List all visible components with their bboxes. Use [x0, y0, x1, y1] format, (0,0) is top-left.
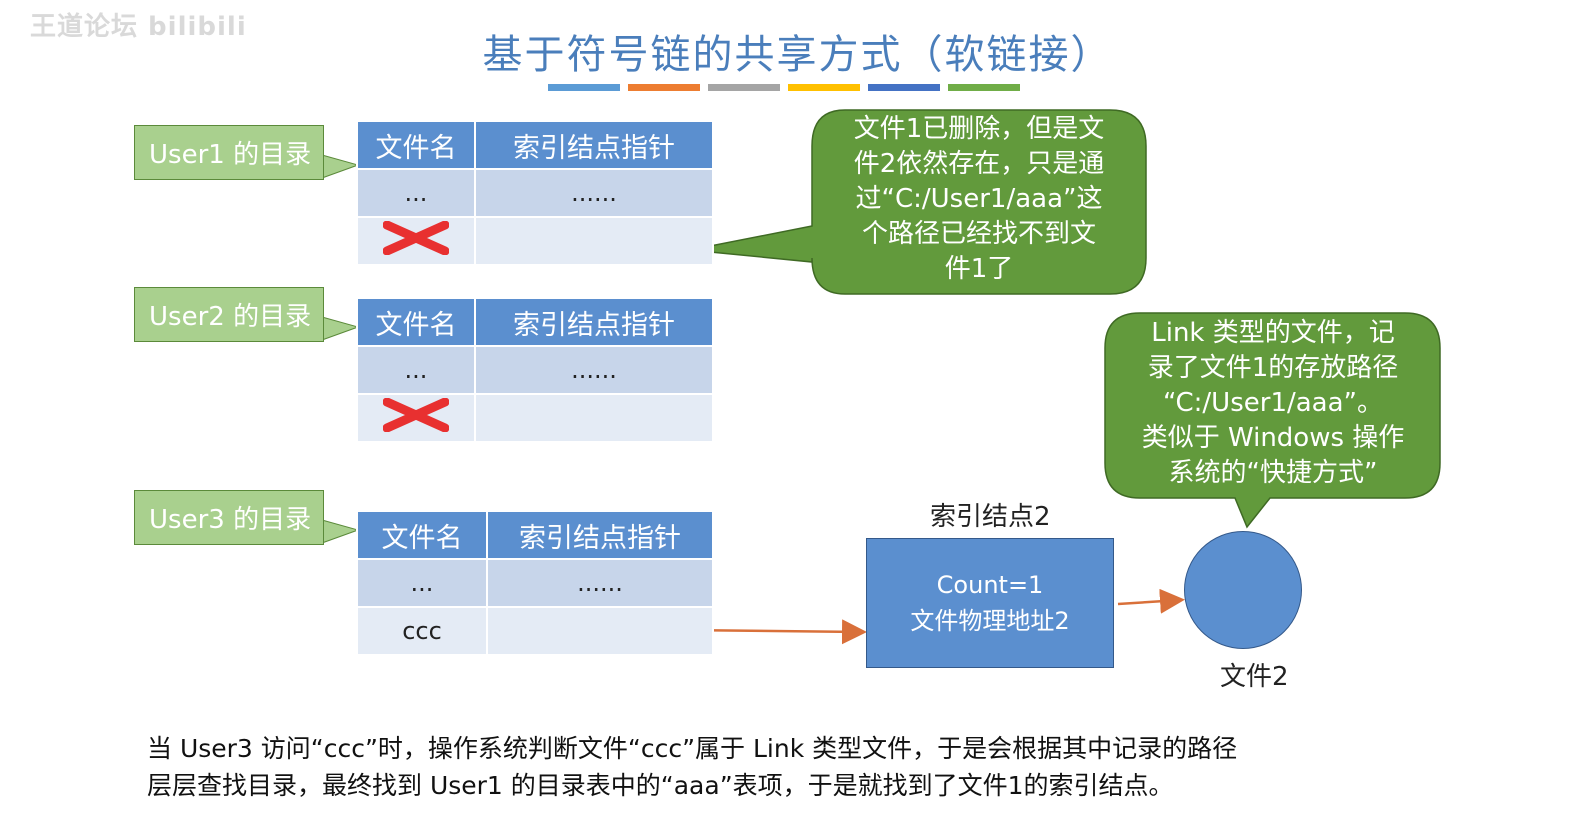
explanation-line-2: 层层查找目录，最终找到 User1 的目录表中的“aaa”表项，于是就找到了文件… — [147, 771, 1174, 800]
title-color-bars — [548, 84, 1020, 91]
callout-deleted-line: 文件1已删除，但是文 — [853, 114, 1105, 144]
user2-label-pointer — [321, 316, 360, 341]
callout-link-line: 系统的“快捷方式” — [1168, 458, 1378, 488]
color-bar-3 — [708, 84, 780, 91]
user3-directory-label: User3 的目录 — [134, 490, 324, 545]
user2-row1-filename: ... — [356, 345, 476, 395]
callout-link-line: Link 类型的文件，记 — [1151, 318, 1395, 348]
callout-deleted-text: 文件1已删除，但是文 件2依然存在，只是通 过“C:/User1/aaa”这 个… — [815, 112, 1143, 287]
callout-link-line: “C:/User1/aaa”。 — [1162, 388, 1384, 418]
callout-link-line: 录了文件1的存放路径 — [1147, 353, 1399, 383]
callout-link-bubble — [1104, 312, 1441, 529]
color-bar-4 — [788, 84, 860, 91]
user3-directory-table: 文件名 索引结点指针 ... ...... ccc — [356, 510, 714, 656]
user1-row2-pointer — [474, 216, 714, 266]
callout-deleted-line: 个路径已经找不到文 — [861, 219, 1096, 249]
callout-deleted-bubble — [689, 109, 1147, 295]
user3-row1-pointer: ...... — [486, 558, 714, 608]
inode-box: Count=1 文件物理地址2 — [866, 538, 1114, 668]
arrow-inode-to-file — [1117, 588, 1185, 614]
deleted-cross-icon — [382, 220, 450, 256]
user2-row2-filename — [356, 393, 476, 443]
explanation-line-1: 当 User3 访问“ccc”时，操作系统判断文件“ccc”属于 Link 类型… — [147, 734, 1238, 763]
user1-row1-filename: ... — [356, 168, 476, 218]
user3-row2-filename: ccc — [356, 606, 488, 656]
explanation-text: 当 User3 访问“ccc”时，操作系统判断文件“ccc”属于 Link 类型… — [147, 730, 1467, 804]
user2-directory-table: 文件名 索引结点指针 ... ...... — [356, 297, 714, 443]
callout-link-line: 类似于 Windows 操作 — [1141, 423, 1405, 453]
user1-header-filename: 文件名 — [356, 120, 476, 170]
callout-deleted-line: 件2依然存在，只是通 — [853, 149, 1105, 179]
file2-circle — [1184, 531, 1302, 649]
user2-row2-pointer — [474, 393, 714, 443]
inode-count: Count=1 — [936, 571, 1044, 599]
file2-label: 文件2 — [1220, 662, 1289, 692]
color-bar-2 — [628, 84, 700, 91]
callout-link-text: Link 类型的文件，记 录了文件1的存放路径 “C:/User1/aaa”。 … — [1108, 316, 1438, 491]
color-bar-6 — [948, 84, 1020, 91]
slide-title: 基于符号链的共享方式（软链接） — [482, 32, 1113, 78]
user2-header-pointer: 索引结点指针 — [474, 297, 714, 347]
callout-deleted-line: 件1了 — [944, 254, 1014, 284]
user1-directory-table: 文件名 索引结点指针 ... ...... — [356, 120, 714, 266]
user3-header-pointer: 索引结点指针 — [486, 510, 714, 560]
user3-row2-pointer — [486, 606, 714, 656]
user3-label-pointer — [321, 519, 360, 544]
user2-directory-label: User2 的目录 — [134, 287, 324, 342]
user1-label-pointer — [321, 154, 360, 179]
user1-directory-label: User1 的目录 — [134, 125, 324, 180]
user2-header-filename: 文件名 — [356, 297, 476, 347]
inode-address: 文件物理地址2 — [910, 607, 1070, 635]
user1-row1-pointer: ...... — [474, 168, 714, 218]
deleted-cross-icon — [382, 397, 450, 433]
callout-deleted-line: 过“C:/User1/aaa”这 — [855, 184, 1103, 214]
user1-header-pointer: 索引结点指针 — [474, 120, 714, 170]
user1-row2-filename — [356, 216, 476, 266]
user2-row1-pointer: ...... — [474, 345, 714, 395]
color-bar-5 — [868, 84, 940, 91]
user3-row1-filename: ... — [356, 558, 488, 608]
inode-label: 索引结点2 — [930, 502, 1051, 532]
color-bar-1 — [548, 84, 620, 91]
user3-header-filename: 文件名 — [356, 510, 488, 560]
watermark: 王道论坛 bilibili — [30, 12, 247, 42]
